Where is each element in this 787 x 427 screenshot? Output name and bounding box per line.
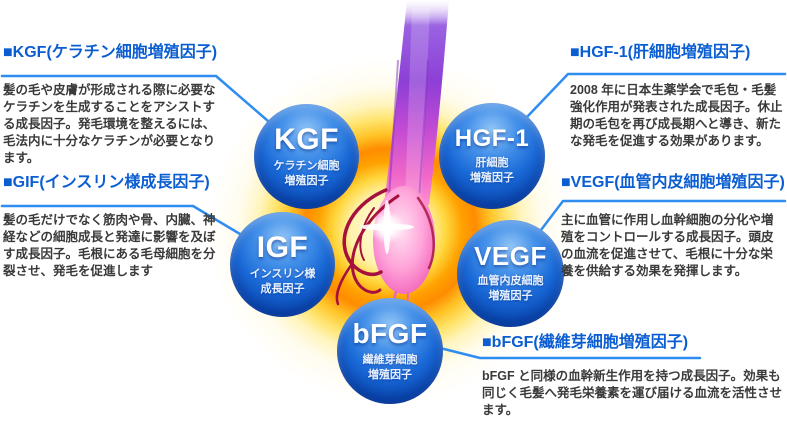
hgf1-info-block: ■HGF-1(肝細胞増殖因子) 2008 年に日本生薬学会で毛包・毛髪 強化作用… [570, 42, 784, 150]
igf-sphere-subtitle-1: インスリン様 [249, 268, 316, 281]
hair-shaft [384, 0, 449, 216]
kgf-sphere-acronym: KGF [274, 122, 339, 156]
igf-sphere-subtitle-2: 成長因子 [260, 283, 305, 296]
connector-igf [0, 204, 242, 236]
vegf-sphere-subtitle-1: 血管内皮細胞 [477, 275, 544, 288]
connector-kgf [0, 74, 270, 123]
kgf-sphere: KGF ケラチン細胞 増殖因子 [254, 104, 359, 209]
vegf-heading: ■VEGF(血管内皮細胞増殖因子) [561, 174, 785, 191]
kgf-sphere-subtitle-1: ケラチン細胞 [273, 160, 340, 173]
shaft-top-fade [395, 0, 457, 26]
connector-bfgf [434, 345, 702, 360]
bfgf-heading: ■bFGF(繊維芽細胞増殖因子) [482, 334, 689, 351]
kgf-sphere-subtitle-2: 増殖因子 [284, 175, 329, 188]
vegf-description: 主に血管に作用し血幹細胞の分化や増 殖をコントロールする成長因子。頭皮 の血流を… [561, 213, 774, 278]
igf-sphere: IGF インスリン様 成長因子 [230, 212, 335, 317]
connector-vegf [539, 199, 787, 232]
connector-hgf1 [524, 72, 787, 120]
igf-info-block: ■GIF(インスリン様成長因子) 髪の毛だけでなく筋肉や骨、内臓、神 経などの細… [3, 172, 243, 280]
bfgf-sphere-subtitle-2: 増殖因子 [368, 368, 412, 381]
kgf-info-block: ■KGF(ケラチン細胞増殖因子) 髪の毛や皮膚が形成される際に必要な ケラチンを… [3, 42, 243, 167]
bfgf-description: bFGF と同様の血幹新生作用を持つ成長因子。効果も 同じく毛髪へ発毛栄養素を運… [482, 369, 783, 417]
vegf-sphere-subtitle-2: 増殖因子 [488, 290, 533, 303]
bfgf-info-block: ■bFGF(繊維芽細胞増殖因子) bFGF と同様の血幹新生作用を持つ成長因子。… [482, 332, 785, 419]
bfgf-sphere-acronym: bFGF [352, 318, 428, 350]
hgf1-sphere-subtitle-1: 肝細胞 [475, 156, 509, 169]
hgf1-sphere: HGF-1 肝細胞 増殖因子 [439, 103, 545, 209]
igf-description: 髪の毛だけでなく筋肉や骨、内臓、神 経などの細胞成長と発達に影響を及ぼ す成長因… [3, 213, 216, 278]
hgf1-description: 2008 年に日本生薬学会で毛包・毛髪 強化作用が発表された成長因子。休止 期の… [570, 83, 783, 148]
bfgf-sphere-subtitle-1: 繊維芽細胞 [362, 353, 418, 366]
hgf1-heading: ■HGF-1(肝細胞増殖因子) [570, 44, 751, 61]
igf-heading: ■GIF(インスリン様成長因子) [3, 174, 210, 191]
hgf1-sphere-subtitle-2: 増殖因子 [470, 171, 514, 184]
igf-sphere-acronym: IGF [256, 230, 309, 264]
hgf1-sphere-acronym: HGF-1 [454, 125, 530, 153]
vegf-sphere: VEGF 血管内皮細胞 増殖因子 [457, 220, 564, 327]
blood-vessels [335, 188, 435, 306]
vegf-info-block: ■VEGF(血管内皮細胞増殖因子) 主に血管に作用し血幹細胞の分化や増 殖をコン… [561, 172, 786, 280]
bfgf-sphere: bFGF 繊維芽細胞 増殖因子 [337, 298, 443, 404]
kgf-heading: ■KGF(ケラチン細胞増殖因子) [3, 44, 218, 61]
sparkle-highlight [360, 200, 414, 254]
vegf-sphere-acronym: VEGF [474, 240, 547, 271]
kgf-description: 髪の毛や皮膚が形成される際に必要な ケラチンを生成することをアシストす る成長因… [3, 83, 216, 165]
